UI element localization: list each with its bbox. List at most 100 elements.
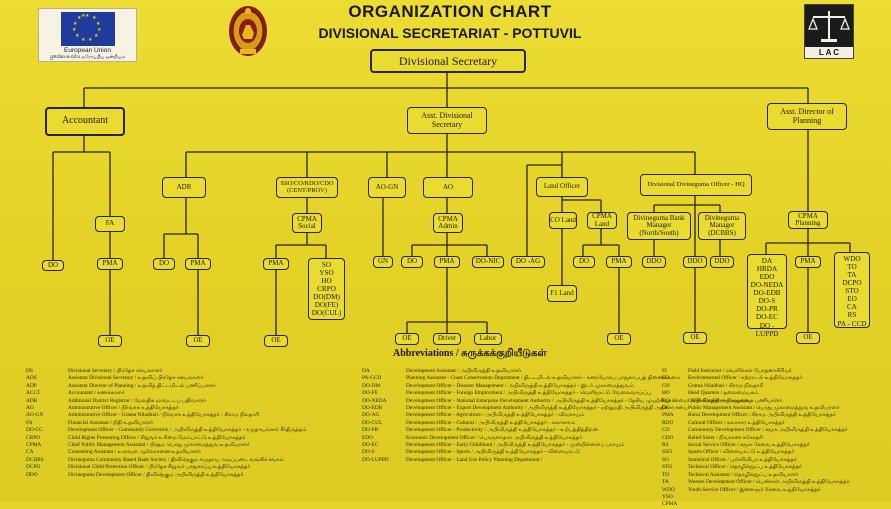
land-officer-box: Land Officer (536, 177, 588, 197)
abbreviation-key: HO (662, 390, 670, 397)
planning-officers-list-2: WDO TO TA DCPO STO EO CA RS PA - CCD (834, 252, 870, 328)
abbreviation-meaning: Youth Service Officer / இளைஞர் சேவை உத்த… (688, 486, 821, 493)
abbreviation-key: CRPO (26, 434, 41, 441)
labor-box: Labor (474, 333, 502, 345)
list-item: DCPO (842, 279, 862, 288)
abbreviation-meaning: Development Officer - Land Use Policy Pl… (406, 456, 543, 463)
abbreviation-key: TO (662, 471, 670, 478)
list-item: STO (845, 287, 859, 296)
abbreviation-key: CO (662, 427, 670, 434)
list-item: DO(FE) (314, 301, 339, 310)
abbreviation-meaning: Development Officer - Productivity / அபி… (406, 427, 598, 434)
f1-land-box: F1 Land (547, 285, 577, 302)
abbreviation-key: GN (662, 382, 670, 389)
abbreviation-meaning: Accountant / கணக்காளர் (68, 390, 125, 397)
abbreviation-key: RDO (662, 419, 674, 426)
list-item: HRDA (756, 265, 778, 274)
abbreviation-meaning: Environmental Officer / சுற்றாடல் உத்திய… (688, 375, 803, 382)
oe-box: OE (186, 335, 210, 347)
list-item: DO(DM) (313, 293, 340, 302)
social-officers-list: SO YSO HO CRPO DO(DM) DO(FE) DO(CUL) (308, 258, 345, 320)
abbreviation-meaning: Child Rights Promoting Officer / சிறுவர்… (68, 434, 246, 441)
abbreviation-row: CRPO Child Rights Promoting Officer / சிற… (26, 435, 346, 442)
ddo-box: DDO (710, 256, 734, 268)
abbreviation-key: YSO (662, 493, 673, 500)
list-item: DO-EC (756, 313, 778, 322)
cpma-social-box: CPMA Social (292, 213, 322, 233)
abbreviation-meaning: Assistant Director of Planning / உதவித் … (68, 382, 216, 389)
divineguma-officer-box: Divisional Divineguma Officer - HQ (640, 174, 752, 196)
abbreviation-meaning: Public Management Assistant / பொது முகாம… (688, 405, 840, 412)
abbreviation-row: CPMA (662, 501, 886, 508)
chart-title: ORGANIZATION CHART (348, 2, 552, 21)
do-ag-box: DO -AG (511, 256, 545, 268)
abbreviation-meaning: Assistant Divisional Secretary / உதவிப் … (68, 375, 204, 382)
abbreviation-key: DCBBS (26, 456, 44, 463)
eu-flag-icon: ★★★ ★★★ ★★★ ★★★ (61, 12, 115, 46)
abbreviation-key: RS (662, 442, 669, 449)
abbreviations-title: Abbreviations / சுருக்கக்குறியீடுகள் (393, 348, 547, 359)
ddo-box: DDO (683, 256, 707, 268)
abbreviation-meaning: Divisional Child Protection Officer / பி… (68, 464, 251, 471)
oe-box: OE (796, 332, 820, 344)
abbreviation-meaning: Administrative Officer - Grama Niladhari… (68, 412, 259, 419)
list-item: DO - LUPPD (755, 321, 779, 338)
abbreviation-key: ACCT (26, 390, 41, 397)
oe-box: OE (683, 332, 707, 344)
abbreviation-key: TA (662, 479, 669, 486)
abbreviation-key: SSO (662, 449, 672, 456)
driver-box: Driver (433, 333, 461, 345)
abbreviation-key: DA (362, 368, 370, 374)
do-box: DO (573, 256, 595, 268)
do-nic-box: DO-NIC (472, 256, 504, 268)
list-item: TA (847, 271, 857, 280)
abbreviation-key: CPMA (662, 501, 678, 508)
abbreviation-key: DCPO (26, 464, 41, 471)
abbreviation-meaning: Women Development Officer / பெண்கள் அபிவ… (688, 479, 850, 486)
cpma-land-box: CPMA Land (587, 212, 617, 229)
abbreviation-key: DO-S (362, 449, 375, 456)
lac-logo: L A C (804, 4, 854, 59)
sso-co-rdo-cdo-box: SSO/CO/RDO/CDO (CENT/PROV) (276, 177, 338, 198)
abbreviation-meaning: Technical Assistant / தொழில்நுட்ப உதவியா… (688, 471, 799, 478)
divineguma-manager-box: Divineguma Manager (DCBBS) (698, 212, 746, 240)
abbreviation-key: DO-FE (362, 390, 378, 397)
abbreviation-row: DCPO Divisional Child Protection Officer … (26, 464, 346, 471)
eu-sublabel: යුරෝපා සංගමය ஐரோப்பிய ஒன்றியம் (49, 54, 126, 59)
abbreviation-row: TO Technical Assistant / தொழில்நுட்ப உதவி… (662, 472, 886, 479)
abbreviation-meaning: Development Officer - Early Childhood / … (406, 442, 625, 449)
pma-box: PMA (434, 256, 460, 268)
abbreviation-key: OE (662, 405, 670, 412)
abbreviation-key: EO (662, 375, 670, 382)
list-item: DO-NEDA (750, 281, 784, 290)
divisional-secretary-box: Divisional Secretary (370, 49, 526, 73)
abbreviation-meaning: Sports Officer / விளையாட்டு உத்தியோகத்தர… (688, 449, 795, 456)
abbreviation-meaning: Rural Development Officer / கிராம அபிவிர… (688, 412, 836, 419)
list-item: YSO (319, 269, 334, 278)
do-box: DO (401, 256, 423, 268)
list-item: DO-EDB (753, 289, 781, 298)
abbreviation-row: TA Women Development Officer / பெண்கள் அப… (662, 479, 886, 486)
abbreviation-key: DO-DM (362, 382, 381, 389)
